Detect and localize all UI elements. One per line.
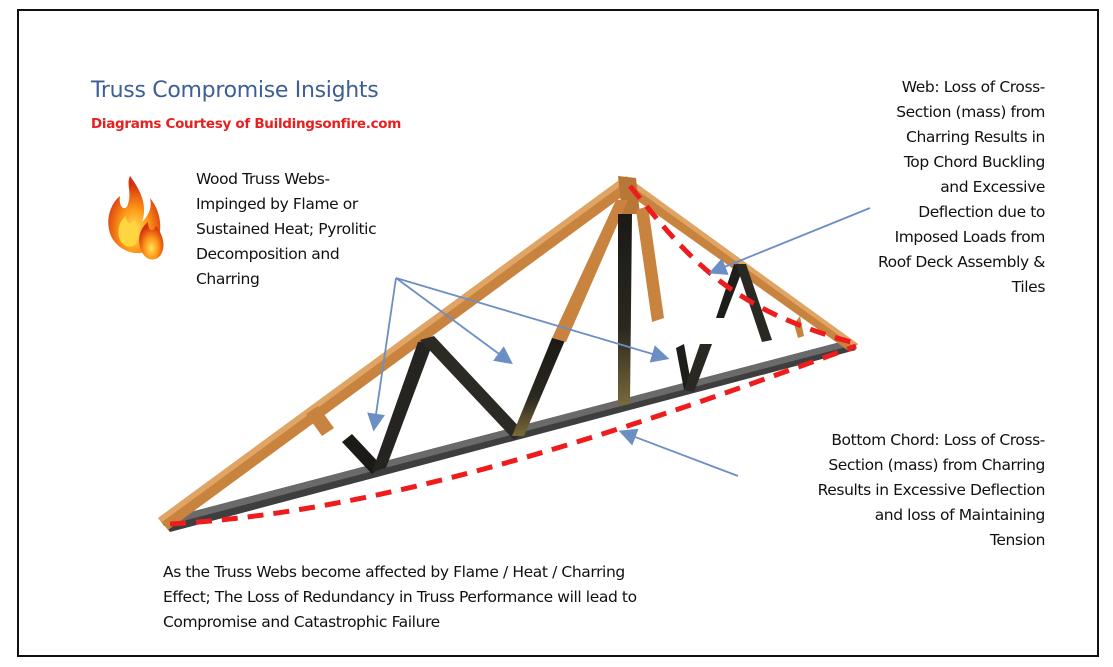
charred-webs: [342, 200, 804, 474]
callout-bottom-chord-line: and loss of Maintaining: [874, 506, 1046, 524]
callout-web-loss-line: Tiles: [1011, 278, 1046, 296]
footer-line: Effect; The Loss of Redundancy in Truss …: [163, 588, 637, 606]
footer-line: As the Truss Webs become affected by Fla…: [163, 563, 625, 581]
callout-webs-line: Sustained Heat; Pyrolitic: [196, 220, 377, 238]
flame-icon: [108, 176, 164, 260]
callout-bottom-chord-line: Bottom Chord: Loss of Cross-: [831, 431, 1045, 449]
bottom-chord: [160, 340, 856, 532]
callout-bottom-chord: Bottom Chord: Loss of Cross- Section (ma…: [728, 428, 1046, 553]
callout-webs-line: Decomposition and: [196, 245, 340, 263]
page-title: Truss Compromise Insights: [91, 78, 379, 103]
callout-bottom-chord-line: Tension: [989, 531, 1045, 549]
callout-web-loss-line: Charring Results in: [906, 128, 1045, 146]
callout-webs-line: Impinged by Flame or: [196, 195, 358, 213]
callout-web-loss-line: Section (mass) from: [896, 103, 1045, 121]
left-stub: [306, 406, 334, 436]
callout-bottom-chord-line: Section (mass) from Charring: [828, 456, 1045, 474]
footer-note: As the Truss Webs become affected by Fla…: [163, 560, 803, 635]
top-chord-left: [158, 178, 634, 530]
callout-webs-line: Wood Truss Webs-: [196, 170, 330, 188]
callout-arrows: [367, 207, 871, 477]
callout-web-loss-line: Roof Deck Assembly &: [877, 253, 1045, 271]
callout-web-loss-line: Deflection due to: [918, 203, 1045, 221]
callout-web-loss-line: and Excessive: [940, 178, 1045, 196]
callout-webs: Wood Truss Webs- Impinged by Flame or Su…: [196, 167, 466, 292]
callout-web-loss-line: Imposed Loads from: [894, 228, 1046, 246]
deflection-dashes: [169, 184, 859, 527]
callout-bottom-chord-line: Results in Excessive Deflection: [817, 481, 1046, 499]
callout-web-loss-line: Top Chord Buckling: [903, 153, 1046, 171]
callout-webs-line: Charring: [196, 270, 260, 288]
footer-line: Compromise and Catastrophic Failure: [163, 613, 440, 631]
callout-web-loss: Web: Loss of Cross- Section (mass) from …: [740, 75, 1045, 300]
page-subtitle: Diagrams Courtesy of Buildingsonfire.com: [91, 116, 402, 132]
callout-web-loss-line: Web: Loss of Cross-: [901, 78, 1046, 96]
